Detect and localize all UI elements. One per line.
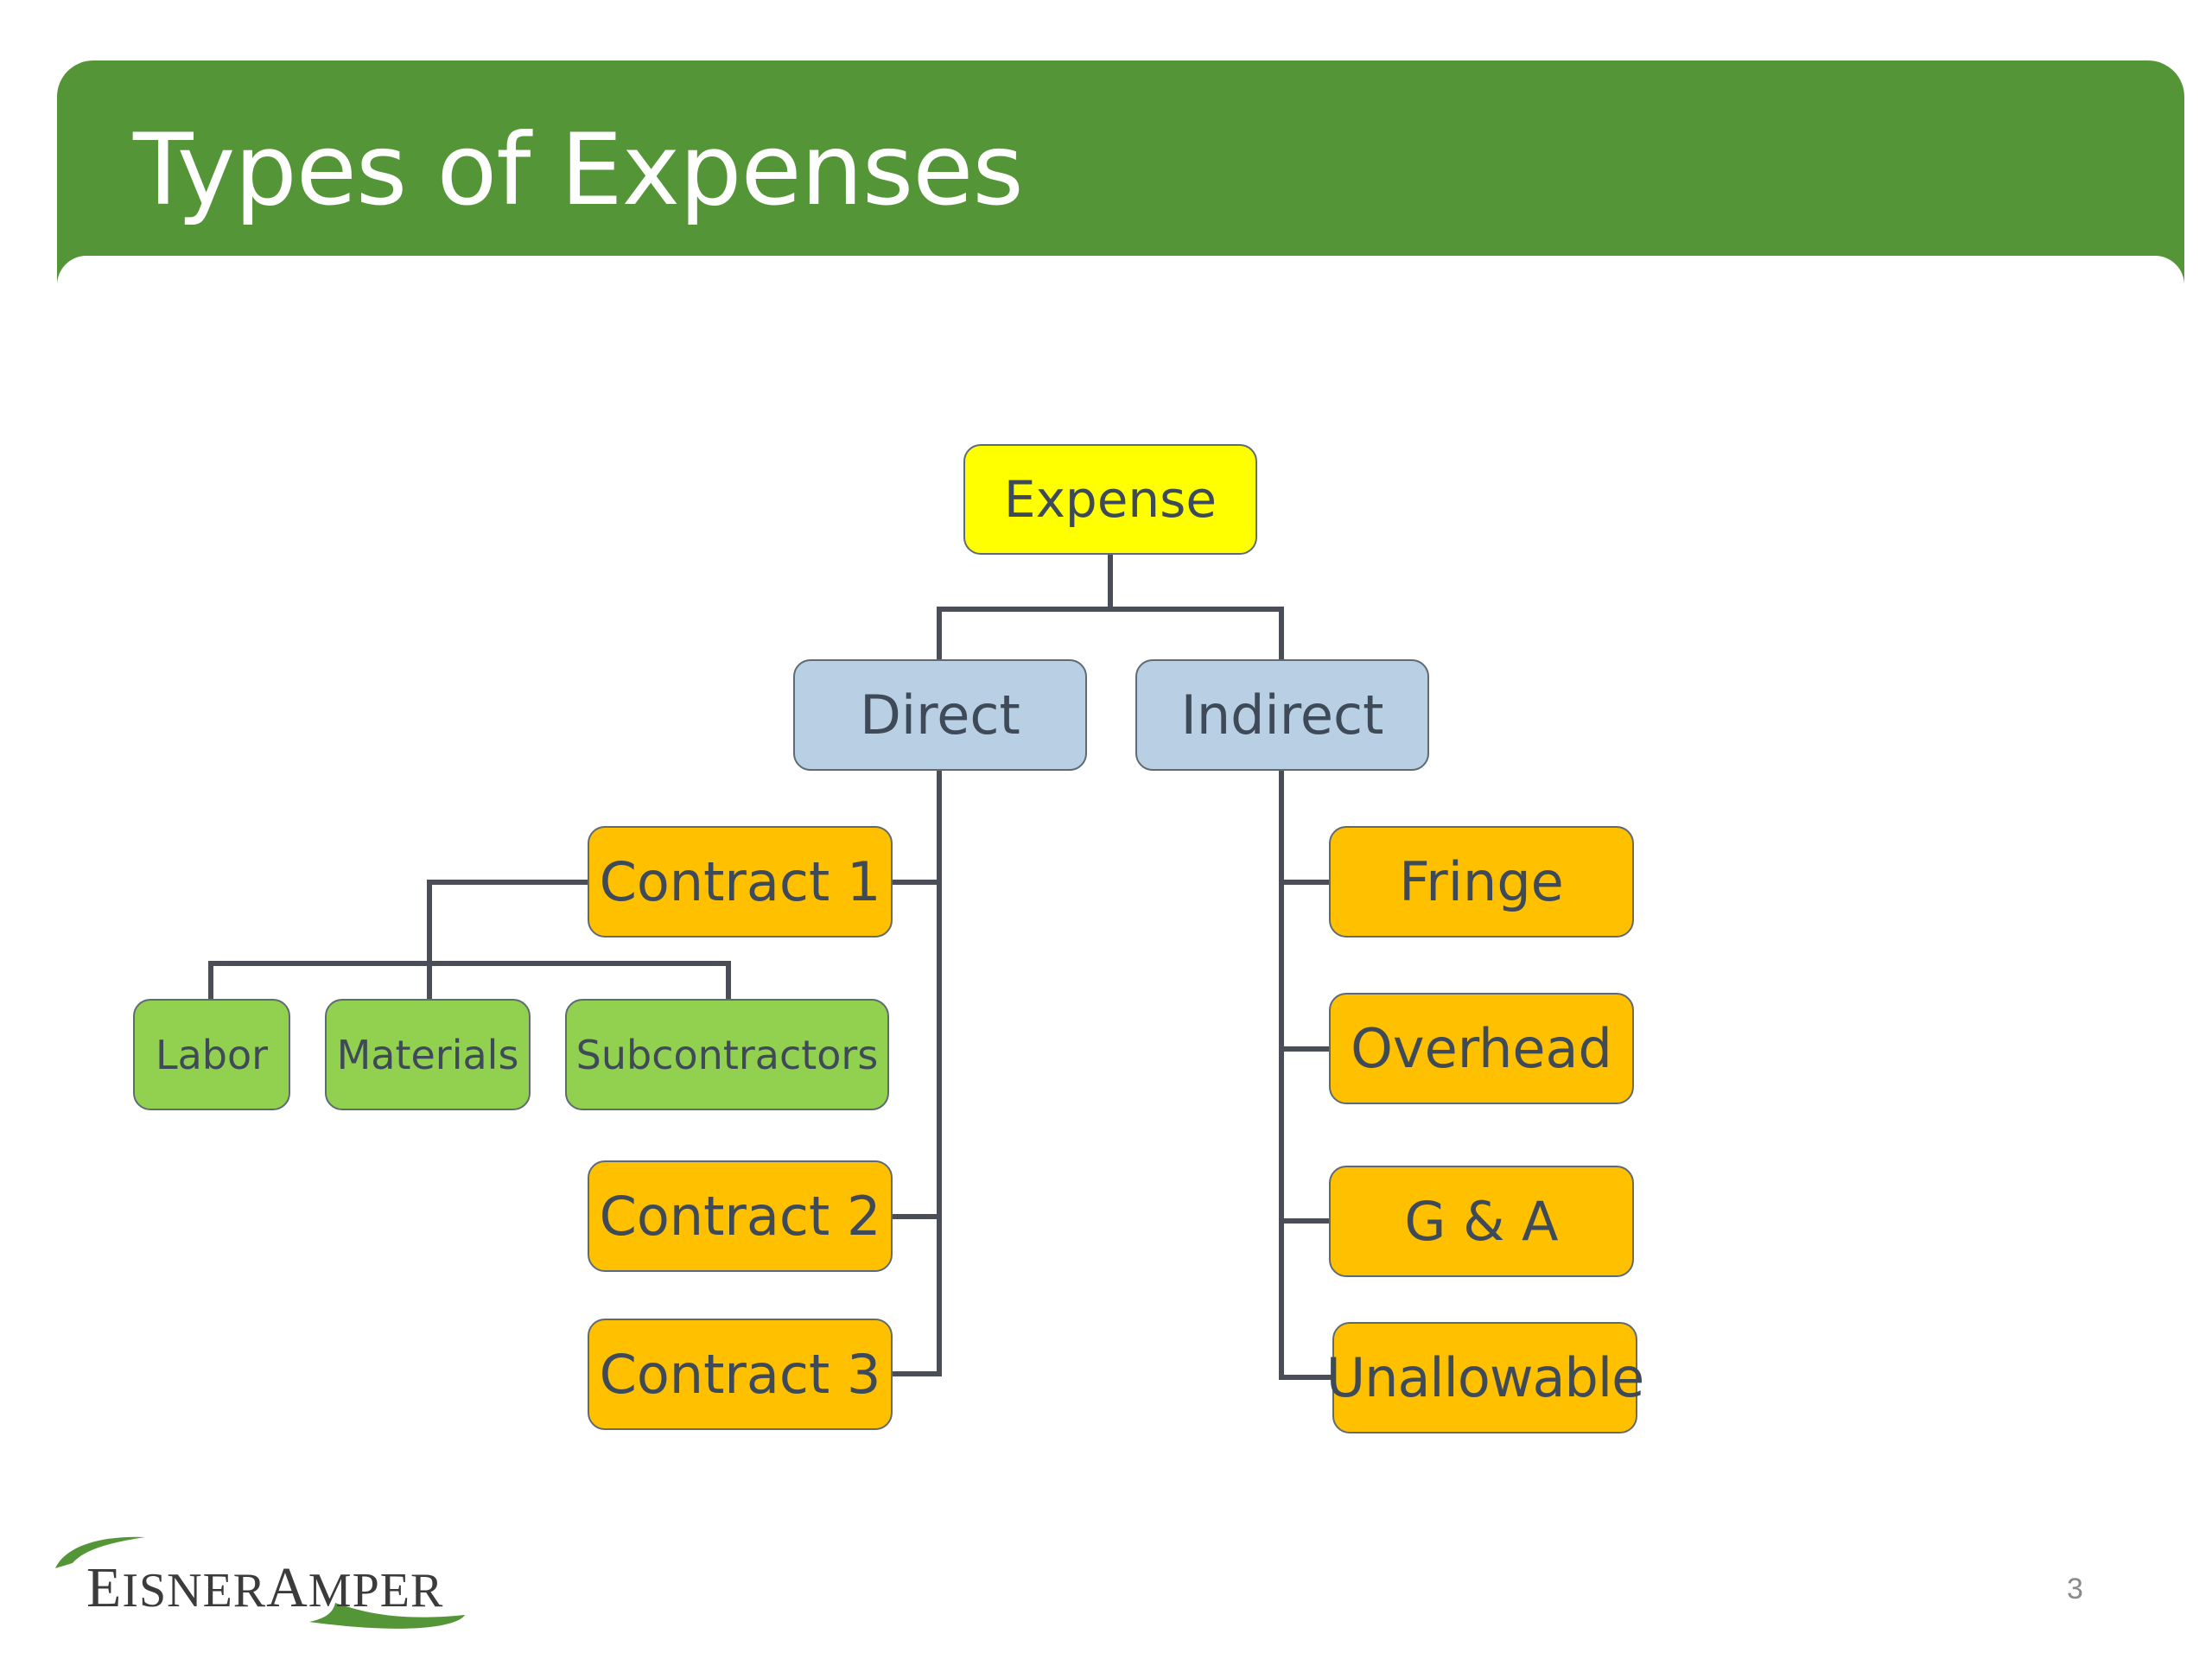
node-ga: G & A xyxy=(1329,1166,1634,1277)
node-unallowable: Unallowable xyxy=(1326,1322,1644,1433)
node-fringe: Fringe xyxy=(1329,826,1634,938)
page-number: 3 xyxy=(2067,1573,2083,1605)
logo-swoosh-icon xyxy=(55,1536,465,1629)
header-bar xyxy=(57,60,2184,285)
node-subcontractors: Subcontractors xyxy=(565,999,889,1110)
node-contract-1: Contract 1 xyxy=(588,826,893,938)
node-direct: Direct xyxy=(793,659,1087,771)
logo-wordmark: EISNERAMPER xyxy=(86,1556,444,1619)
node-contract-2: Contract 2 xyxy=(588,1160,893,1272)
node-overhead: Overhead xyxy=(1329,993,1634,1104)
node-expense: Expense xyxy=(963,444,1257,555)
node-materials: Materials xyxy=(325,999,531,1110)
node-indirect: Indirect xyxy=(1135,659,1429,771)
node-labor: Labor xyxy=(133,999,290,1110)
node-contract-3: Contract 3 xyxy=(588,1319,893,1430)
page-title: Types of Expenses xyxy=(133,112,1024,227)
